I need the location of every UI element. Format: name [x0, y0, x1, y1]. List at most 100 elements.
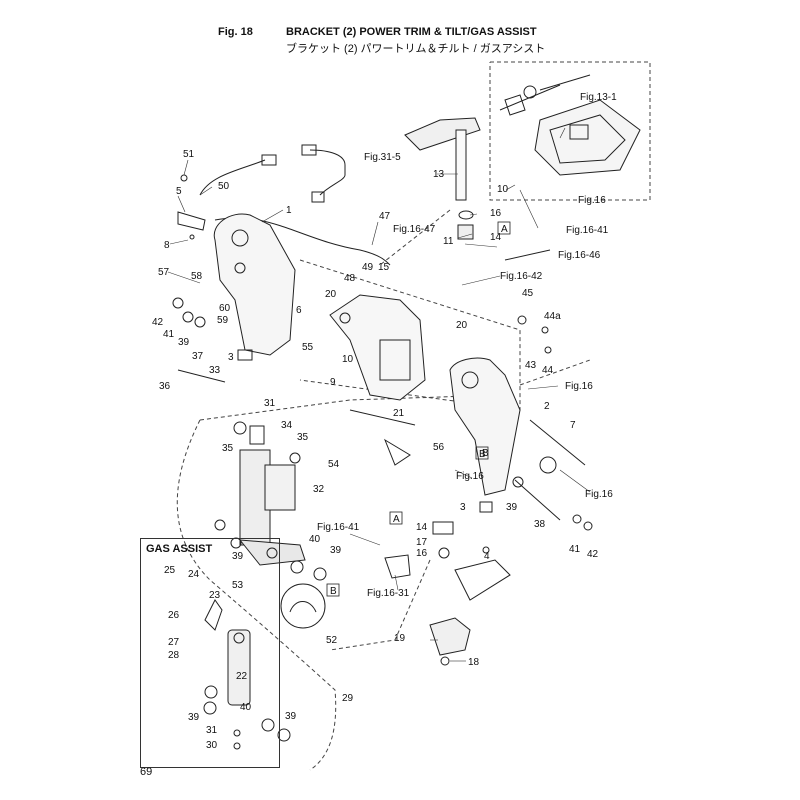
part-label: 38 — [534, 519, 546, 530]
boxed-reference: B — [330, 586, 337, 597]
part-label: 18 — [468, 657, 480, 668]
part-label: 41 — [569, 544, 581, 555]
part-label: 57 — [158, 267, 170, 278]
swivel-bracket — [329, 294, 426, 401]
figure-reference: Fig.16-47 — [393, 224, 436, 235]
part-label: 39 — [188, 712, 200, 723]
steering-bracket-13 — [404, 117, 481, 240]
figure-reference: Fig.16 — [456, 471, 484, 482]
part-label: 26 — [168, 610, 180, 621]
part-label: 10 — [497, 184, 509, 195]
power-trim-tilt-unit — [238, 449, 306, 566]
part-label: 44a — [544, 311, 561, 322]
part-label: 30 — [206, 740, 218, 751]
diagram-title-english: BRACKET (2) POWER TRIM & TILT/GAS ASSIST — [286, 26, 537, 38]
upper-housing-assembly — [499, 74, 641, 176]
part-label: 3 — [228, 352, 234, 363]
clamp-bracket-right — [449, 357, 586, 521]
part-label: 31 — [264, 398, 276, 409]
figure-reference: Fig.16-41 — [317, 522, 360, 533]
part-label: 31 — [206, 725, 218, 736]
part-label: 43 — [525, 360, 537, 371]
leader-lines — [167, 127, 591, 662]
part-label: 20 — [325, 289, 337, 300]
part-label: 16 — [416, 548, 428, 559]
boxed-reference: A — [393, 514, 400, 525]
part-label: 14 — [490, 232, 502, 243]
part-label: 60 — [219, 303, 231, 314]
page-number: 69 — [140, 766, 153, 778]
small-hardware-parts — [172, 174, 593, 750]
part-label: 4 — [484, 551, 490, 562]
part-label: 35 — [222, 443, 234, 454]
part-label: 27 — [168, 637, 180, 648]
part-label: B — [482, 448, 489, 459]
part-label: 14 — [416, 522, 428, 533]
part-label: 59 — [217, 315, 229, 326]
boxed-ref-frames — [326, 221, 511, 597]
gas-assist-panel: GAS ASSIST — [140, 538, 280, 768]
part-label: 40 — [240, 702, 252, 713]
gas-assist-title: GAS ASSIST — [146, 543, 213, 555]
lower-mount-19 — [429, 559, 511, 656]
part-label: 56 — [433, 442, 445, 453]
part-label: 39 — [285, 711, 297, 722]
part-label: 39 — [506, 502, 518, 513]
figure-reference: Fig.16-46 — [558, 250, 601, 261]
boxed-reference: B — [479, 449, 486, 460]
part-label: 50 — [218, 181, 230, 192]
part-label: 8 — [164, 240, 170, 251]
dashed-boundary-lines — [176, 61, 651, 771]
part-label: 21 — [393, 408, 405, 419]
part-label: 36 — [159, 381, 171, 392]
part-label: 25 — [164, 565, 176, 576]
figure-reference: Fig.16-42 — [500, 271, 543, 282]
part-label: 39 — [232, 551, 244, 562]
part-label: 9 — [330, 377, 336, 388]
boxed-reference: A — [501, 224, 508, 235]
figure-reference: Fig.16-41 — [566, 225, 609, 236]
part-label: 39 — [178, 337, 190, 348]
part-label: 45 — [522, 288, 534, 299]
part-label: 53 — [232, 580, 244, 591]
part-label: 52 — [326, 635, 338, 646]
part-label: 47 — [379, 211, 391, 222]
part-label: 42 — [152, 317, 164, 328]
part-label: 20 — [456, 320, 468, 331]
part-label: 7 — [570, 420, 576, 431]
part-label: 33 — [209, 365, 221, 376]
part-label: 54 — [328, 459, 340, 470]
part-label: 19 — [394, 633, 406, 644]
figure-reference: Fig.16-31 — [367, 588, 410, 599]
part-label: 49 — [362, 262, 374, 273]
part-label: 48 — [344, 273, 356, 284]
clamp-bracket-left — [213, 213, 296, 356]
part-label: 11 — [443, 236, 454, 247]
part-label: 15 — [378, 262, 390, 273]
part-label: 29 — [342, 693, 354, 704]
part-label: 17 — [416, 537, 428, 548]
part-label: 44 — [542, 365, 554, 376]
part-label: 42 — [587, 549, 599, 560]
gas-assist-strut — [204, 599, 251, 706]
part-label: 40 — [309, 534, 321, 545]
part-label: 55 — [302, 342, 314, 353]
part-label: 51 — [183, 149, 195, 160]
part-label: 41 — [163, 329, 175, 340]
part-label: 28 — [168, 650, 180, 661]
detail-magnifier-circle — [280, 583, 326, 629]
part-label: 39 — [330, 545, 342, 556]
figure-number: Fig. 18 — [218, 26, 253, 38]
figure-reference: Fig.16 — [578, 195, 606, 206]
part-label: 24 — [188, 569, 200, 580]
figure-reference: Fig.31-5 — [364, 152, 401, 163]
part-label: 10 — [342, 354, 354, 365]
part-label: 34 — [281, 420, 293, 431]
diagram-title-japanese: ブラケット (2) パワートリム＆チルト / ガスアシスト — [286, 43, 546, 55]
part-label: 37 — [192, 351, 204, 362]
part-label: 3 — [460, 502, 466, 513]
part-label: 6 — [296, 305, 302, 316]
